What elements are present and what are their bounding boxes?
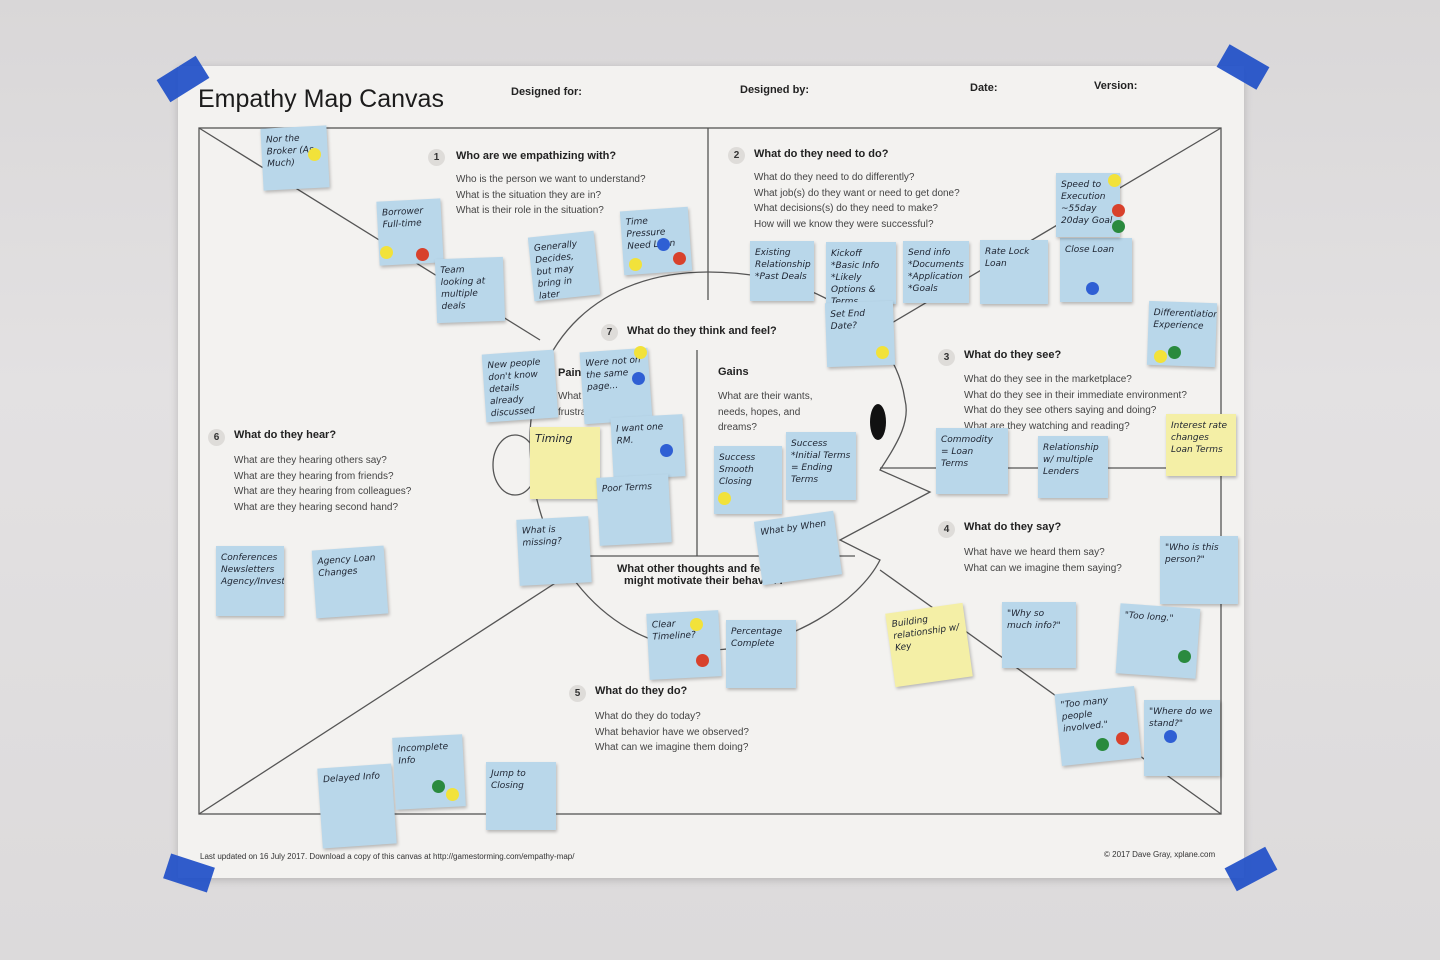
section-6-questions: What are they hearing others say?What ar… — [234, 455, 412, 513]
yellow-dot — [1154, 350, 1167, 363]
sticky-note-existing: Existing Relationship *Past Deals — [750, 241, 814, 301]
blue-dot — [632, 372, 645, 385]
footer-left: Last updated on 16 July 2017. Download a… — [200, 852, 575, 861]
section-7-number: 7 — [601, 324, 618, 341]
sticky-note-what-by-when: What by When — [753, 510, 843, 586]
sticky-note-building: Building relationship w/ Key — [885, 602, 973, 688]
diagonal-bottom-left — [198, 579, 561, 815]
sticky-note-conferences: Conferences Newsletters Agency/Investor — [216, 546, 284, 616]
designed-by-label: Designed by: — [740, 84, 810, 96]
sticky-note-generally: Generally Decides, but may bring in late… — [527, 230, 601, 302]
version-label: Version: — [1094, 80, 1138, 92]
red-dot — [416, 248, 429, 261]
sticky-note-clear-timeline: Clear Timeline? — [646, 610, 722, 680]
red-dot — [673, 252, 686, 265]
section-1-title: Who are we empathizing with? — [456, 150, 617, 162]
section-5-questions: What do they do today?What behavior have… — [595, 711, 749, 753]
blue-dot — [1164, 730, 1177, 743]
red-dot — [696, 654, 709, 667]
section-3-questions: What do they see in the marketplace?What… — [964, 374, 1187, 432]
yellow-dot — [1108, 174, 1121, 187]
yellow-dot — [629, 258, 642, 271]
sticky-note-send-info: Send info *Documents *Application *Goals — [903, 241, 969, 303]
sticky-note-delayed: Delayed Info — [317, 763, 397, 849]
section-4-questions: What have we heard them say?What can we … — [964, 547, 1122, 574]
yellow-dot — [446, 788, 459, 801]
green-dot — [1096, 738, 1109, 751]
red-dot — [1116, 732, 1129, 745]
section-3-title: What do they see? — [964, 349, 1062, 361]
blue-dot — [660, 444, 673, 457]
green-dot — [1168, 346, 1181, 359]
section-2-title: What do they need to do? — [754, 148, 889, 160]
eye-shape — [870, 404, 886, 440]
yellow-dot — [380, 246, 393, 259]
green-dot — [1178, 650, 1191, 663]
sticky-note-success-terms: Success *Initial Terms = Ending Terms — [786, 432, 856, 500]
sticky-note-kickoff: Kickoff *Basic Info *Likely Options & Te… — [826, 242, 896, 304]
yellow-dot — [876, 346, 889, 359]
sticky-note-were-not: Were not on the same page... — [579, 347, 653, 425]
sticky-note-team: Team looking at multiple deals — [434, 256, 506, 324]
sticky-note-where-do: "Where do we stand?" — [1144, 700, 1220, 776]
section-2-number: 2 — [728, 147, 745, 164]
sticky-note-i-want: I want one RM. — [610, 414, 686, 480]
yellow-dot — [690, 618, 703, 631]
sticky-note-what-missing: What is missing? — [516, 516, 592, 586]
sticky-note-too-long: "Too long." — [1115, 603, 1201, 679]
section-1-number: 1 — [428, 149, 445, 166]
section-7-title: What do they think and feel? — [627, 325, 777, 337]
section-3-number: 3 — [938, 349, 955, 366]
blue-dot — [1086, 282, 1099, 295]
sticky-note-rate-lock: Rate Lock Loan — [980, 240, 1048, 304]
sticky-note-poor-terms: Poor Terms — [596, 474, 672, 546]
red-dot — [1112, 204, 1125, 217]
yellow-dot — [718, 492, 731, 505]
yellow-dot — [308, 148, 321, 161]
sticky-note-agency: Agency Loan Changes — [311, 545, 389, 619]
sticky-note-commodity: Commodity = Loan Terms — [936, 428, 1008, 494]
green-dot — [1112, 220, 1125, 233]
date-label: Date: — [970, 82, 998, 94]
sticky-note-timing: Timing — [530, 427, 600, 499]
footer-right: © 2017 Dave Gray, xplane.com — [1104, 850, 1216, 859]
section-5-title: What do they do? — [595, 685, 688, 697]
blue-dot — [657, 238, 670, 251]
yellow-dot — [634, 346, 647, 359]
sticky-note-why-so: "Why so much info?" — [1002, 602, 1076, 668]
section-1-questions: Who is the person we want to understand?… — [456, 174, 646, 216]
section-2-questions: What do they need to do differently?What… — [754, 172, 960, 230]
sticky-note-who-is: "Who is this person?" — [1160, 536, 1238, 604]
section-6-number: 6 — [208, 429, 225, 446]
green-dot — [432, 780, 445, 793]
section-4-number: 4 — [938, 521, 955, 538]
sticky-note-too-many: "Too many people involved." — [1054, 686, 1142, 766]
sticky-note-jump: Jump to Closing — [486, 762, 556, 830]
gains-title: Gains — [718, 366, 749, 378]
sticky-note-interest: Interest rate changes Loan Terms — [1166, 414, 1236, 476]
sticky-note-success-smooth: Success Smooth Closing — [714, 446, 782, 514]
canvas-title: Empathy Map Canvas — [198, 85, 444, 113]
sticky-note-relationship: Relationship w/ multiple Lenders — [1038, 436, 1108, 498]
section-4-title: What do they say? — [964, 521, 1062, 533]
sticky-note-percentage: Percentage Complete — [726, 620, 796, 688]
designed-for-label: Designed for: — [511, 86, 582, 98]
section-5-number: 5 — [569, 685, 586, 702]
sticky-note-new-people: New people don't know details already di… — [481, 349, 559, 423]
section-6-title: What do they hear? — [234, 429, 337, 441]
